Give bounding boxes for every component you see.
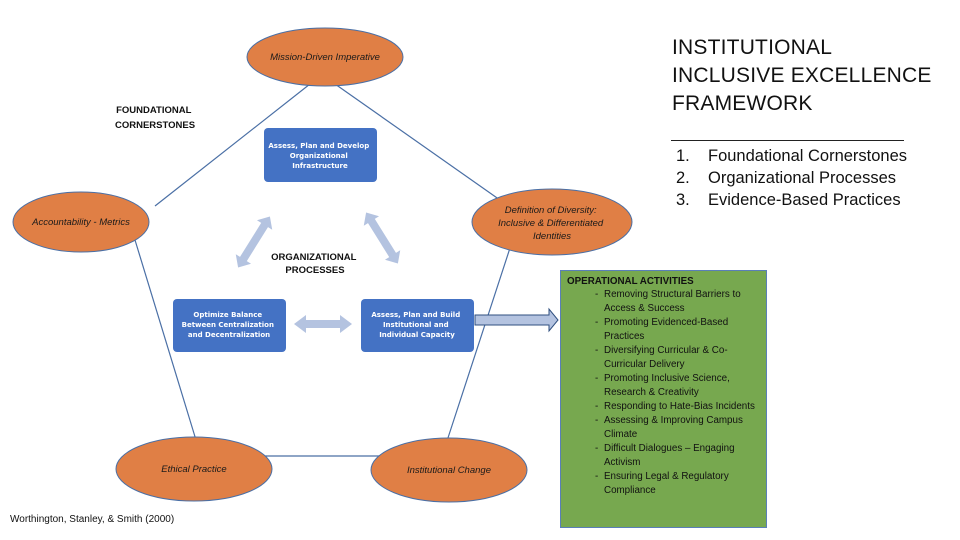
cornerstone-change: Institutional Change bbox=[370, 437, 528, 503]
list-label: Organizational Processes bbox=[708, 169, 897, 187]
operational-activities-list: -Removing Structural Barriers to Access … bbox=[567, 288, 760, 498]
cornerstone-label: Institutional Change bbox=[407, 465, 491, 476]
cornerstone-accountability: Accountability - Metrics bbox=[12, 191, 150, 253]
title-line: FRAMEWORK bbox=[672, 92, 813, 115]
svg-text:Assess, Plan and Develop: Assess, Plan and Develop Organizational … bbox=[268, 142, 371, 170]
svg-text:Accountability - Metrics: Accountability - Metrics bbox=[31, 217, 130, 228]
operational-activity: -Assessing & Improving Campus Climate bbox=[595, 415, 743, 440]
edge-accountability-ethical bbox=[134, 239, 197, 441]
operational-activity: -Removing Structural Barriers to Access … bbox=[595, 289, 741, 314]
svg-text:Mission-Driven Imperative: Mission-Driven Imperative bbox=[270, 52, 380, 63]
cornerstone-label: Identities bbox=[533, 231, 571, 242]
framework-list-item: 1. Foundational Cornerstones bbox=[676, 145, 907, 167]
framework-list: 1. Foundational Cornerstones 2. Organizati… bbox=[676, 145, 907, 211]
svg-text:Ethical Practice: Ethical Practice bbox=[161, 464, 226, 475]
citation: Worthington, Stanley, & Smith (2000) bbox=[10, 514, 175, 525]
list-number: 1. bbox=[676, 147, 690, 165]
operational-activities-title: OPERATIONAL ACTIVITIES bbox=[567, 276, 694, 287]
cornerstone-label: Definition of Diversity: bbox=[505, 205, 597, 216]
operational-activities-box: OPERATIONAL ACTIVITIES -Removing Structu… bbox=[560, 270, 767, 528]
cornerstone-label: Inclusive & Differentiated bbox=[498, 218, 604, 229]
operational-activity: -Diversifying Curricular & Co-Curricular… bbox=[595, 345, 728, 370]
operational-activity: -Ensuring Legal & Regulatory Compliance bbox=[595, 471, 729, 496]
title-divider bbox=[671, 140, 904, 141]
svg-text:Optimize Balance Between: Optimize Balance Between Centralization … bbox=[182, 311, 277, 339]
page-title: INSTITUTIONAL INCLUSIVE EXCELLENCE FRAME… bbox=[672, 34, 932, 118]
svg-text:Definition of Diversity:: Definition of Diversity: Inclusive & Dif… bbox=[498, 205, 606, 242]
operational-activity: -Promoting Evidenced-Based Practices bbox=[595, 317, 729, 342]
list-number: 2. bbox=[676, 169, 690, 187]
title-line: INSTITUTIONAL bbox=[672, 36, 833, 59]
list-label: Foundational Cornerstones bbox=[708, 147, 908, 165]
double-arrow-infrastructure-capacity bbox=[363, 212, 401, 264]
cornerstone-label: Mission-Driven Imperative bbox=[270, 52, 380, 63]
arrow-to-operational-activities bbox=[474, 307, 559, 333]
operational-activity: -Difficult Dialogues – Engaging Activism bbox=[595, 443, 735, 468]
svg-text:Assess, Plan and Build I: Assess, Plan and Build Institutional and… bbox=[371, 311, 462, 339]
organizational-processes-label: ORGANIZATIONAL PROCESSES bbox=[271, 252, 359, 276]
process-infrastructure: Assess, Plan and Develop Organizational … bbox=[264, 128, 377, 182]
process-capacity: Assess, Plan and Build Institutional and… bbox=[361, 299, 474, 352]
pentagon-edges bbox=[134, 83, 511, 457]
edge-mission-accountability bbox=[154, 83, 311, 207]
list-number: 3. bbox=[676, 191, 690, 209]
cornerstone-ethical: Ethical Practice bbox=[115, 436, 273, 502]
framework-list-item: 2. Organizational Processes bbox=[676, 167, 907, 189]
edge-mission-diversity bbox=[334, 83, 501, 201]
cornerstone-mission: Mission-Driven Imperative bbox=[246, 27, 404, 87]
cornerstone-label: Accountability - Metrics bbox=[31, 217, 130, 228]
cornerstone-label: Ethical Practice bbox=[161, 464, 226, 475]
svg-text:Institutional Change: Institutional Change bbox=[407, 465, 491, 476]
double-arrow-balance-capacity bbox=[294, 315, 352, 333]
list-label: Evidence-Based Practices bbox=[708, 191, 901, 209]
operational-activity: -Promoting Inclusive Science, Research &… bbox=[595, 373, 730, 398]
edge-diversity-change bbox=[444, 247, 511, 448]
foundational-cornerstones-label: FOUNDATIONAL CORNERSTONES bbox=[115, 105, 195, 131]
framework-list-item: 3. Evidence-Based Practices bbox=[676, 189, 907, 211]
title-line: INCLUSIVE EXCELLENCE bbox=[672, 64, 932, 87]
process-balance: Optimize Balance Between Centralization … bbox=[173, 299, 286, 352]
double-arrow-infrastructure-balance bbox=[235, 216, 273, 268]
cornerstone-diversity: Definition of Diversity: Inclusive & Dif… bbox=[471, 188, 633, 256]
operational-activity: -Responding to Hate-Bias Incidents bbox=[595, 401, 755, 412]
